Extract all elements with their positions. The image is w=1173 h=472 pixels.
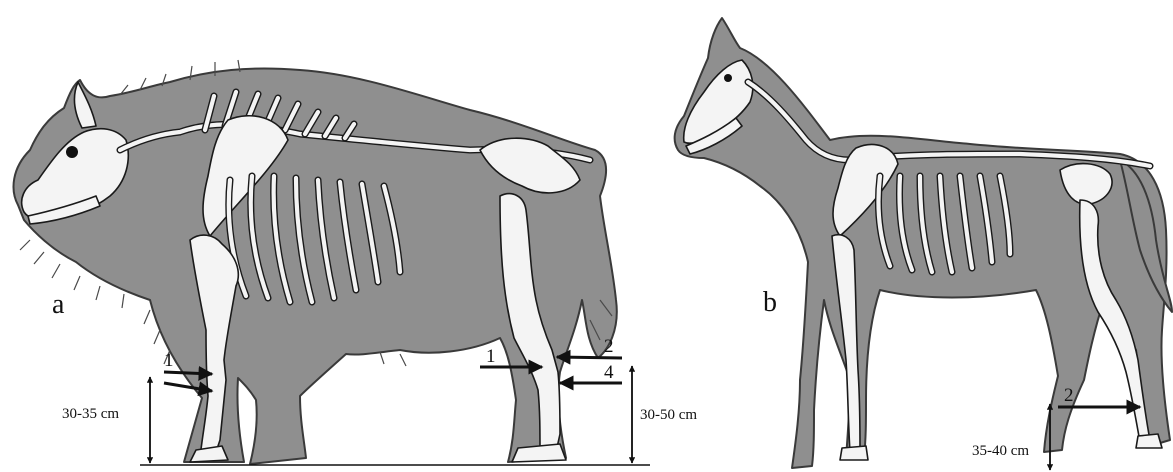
bison-hind-number-top: 2 bbox=[604, 336, 614, 357]
bison-hind-arrow-top bbox=[557, 357, 622, 358]
bison-hind-measurement-label: 30-50 cm bbox=[640, 407, 697, 423]
panel-label-b: b bbox=[763, 287, 777, 318]
bison-front-number: 1 bbox=[164, 350, 174, 371]
bison-hind-number-left: 1 bbox=[486, 346, 496, 367]
horse-front-hoof bbox=[840, 446, 868, 460]
horse-hind-measurement-label: 35-40 cm bbox=[972, 443, 1029, 459]
horse-eye bbox=[724, 74, 732, 82]
horse-hind-number: 2 bbox=[1064, 385, 1074, 406]
bison-illustration bbox=[14, 60, 617, 464]
panel-label-a: a bbox=[52, 289, 65, 320]
horse-illustration bbox=[675, 18, 1172, 468]
horse-hind-hoof bbox=[1136, 434, 1162, 448]
bison-front-measurement-label: 30-35 cm bbox=[62, 406, 119, 422]
bison-hind-number-bottom: 4 bbox=[604, 362, 614, 383]
bison-front-arrow-upper bbox=[164, 372, 212, 374]
bison-eye bbox=[66, 146, 78, 158]
